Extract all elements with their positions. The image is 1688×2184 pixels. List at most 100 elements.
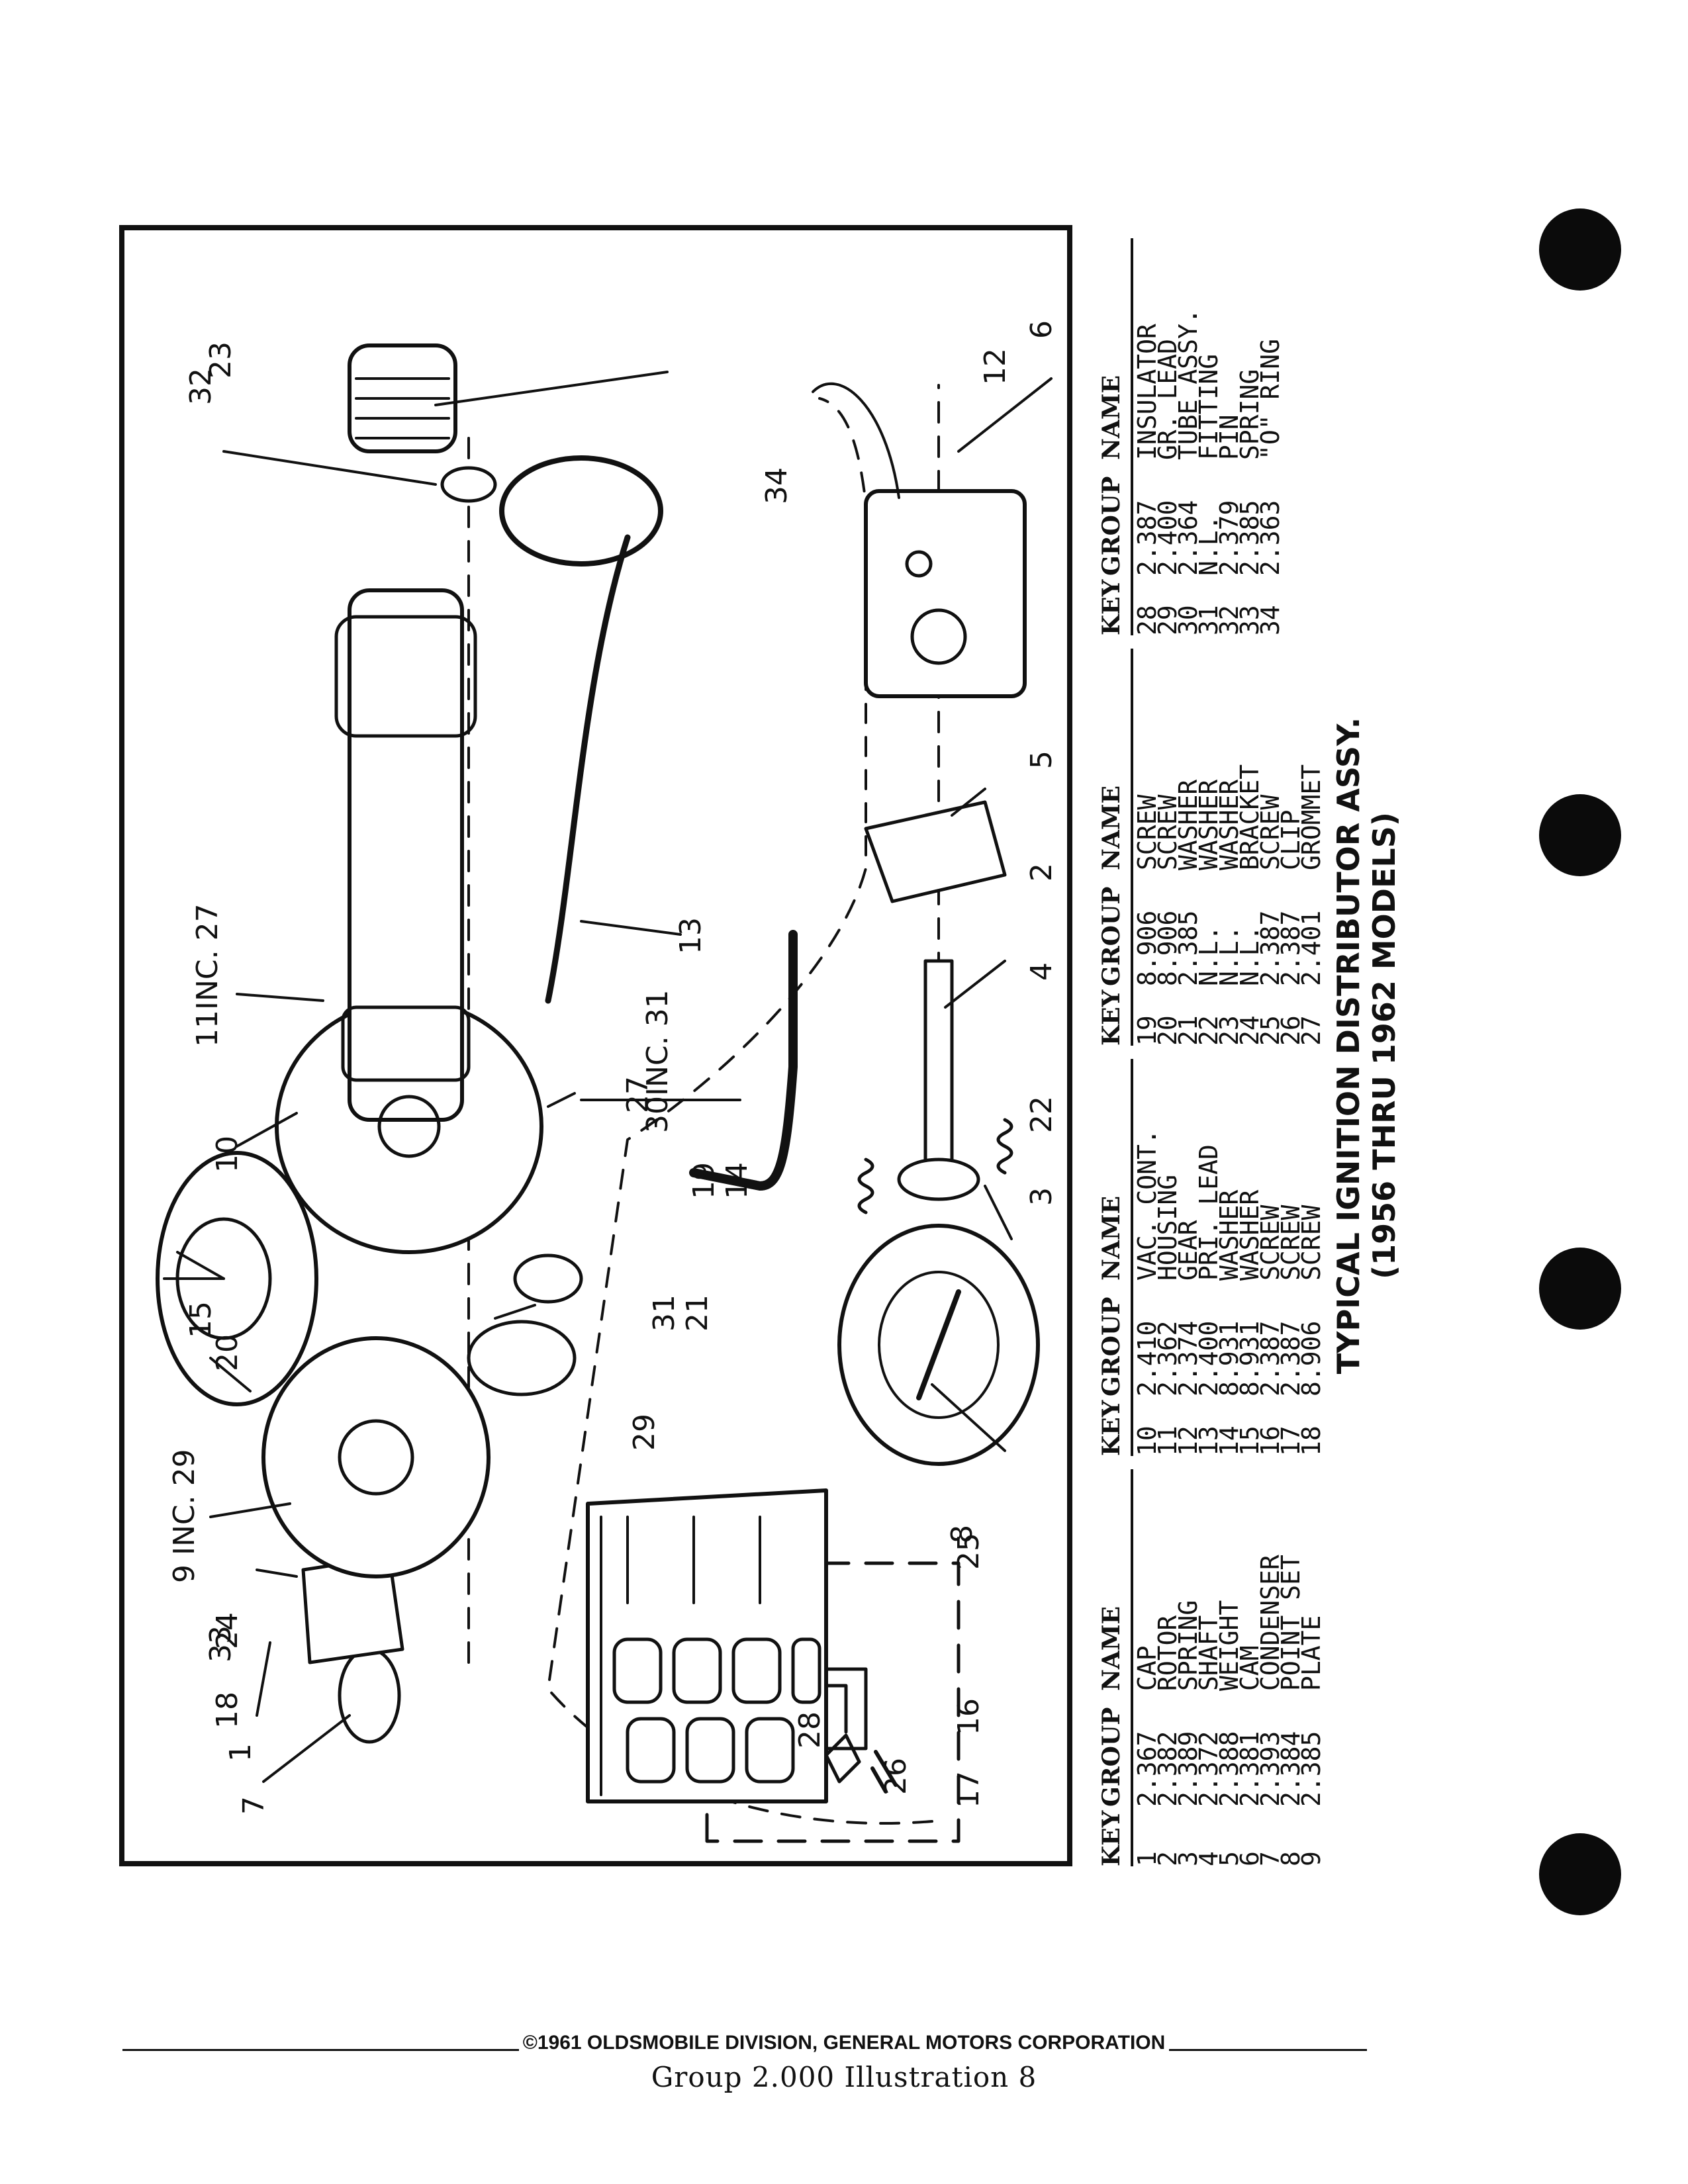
caption-title: TYPICAL IGNITION DISTRIBUTOR ASSY. [1331,717,1366,1375]
weight-5 [864,800,1007,903]
header-name: NAME [1098,1195,1125,1281]
part-group: 2.363 [1256,500,1285,576]
header-name: NAME [1098,375,1125,460]
illustration-caption: TYPICAL IGNITION DISTRIBUTOR ASSY. (1956… [1331,225,1402,1866]
callout-33: 33 [204,1625,238,1662]
punch-hole-lower-middle [1539,1248,1621,1330]
rotated-sheet: 1 2 3 4 5 6 7 8 9 INC. 29 10 11INC. 27 1… [119,159,1402,1866]
callout-16: 16 [952,1698,986,1735]
part-name: "O" RING [1256,338,1285,460]
callout-3: 3 [1025,1187,1058,1206]
distributor-exploded-diagram: 1 2 3 4 5 6 7 8 9 INC. 29 10 11INC. 27 1… [156,320,1058,1843]
copyright-text: ©1961 OLDSMOBILE DIVISION, GENERAL MOTOR… [518,2032,1170,2054]
callout-13: 13 [674,917,708,954]
callout-7: 7 [237,1796,271,1815]
callout-12: 12 [978,348,1012,385]
condenser-7 [338,1647,401,1744]
part-name: GROMMET [1297,764,1326,870]
part-key: 18 [1297,1426,1326,1456]
header-key: KEY [1098,989,1125,1046]
callout-21: 21 [680,1295,714,1332]
callout-23: 23 [204,341,238,379]
part-key: 34 [1256,605,1285,635]
callout-8: 8 [945,1525,979,1543]
table-row: 34 2.363 "O" RING [1256,238,1285,635]
callout-34: 34 [760,467,794,504]
callout-32: 32 [184,368,218,405]
header-name: NAME [1098,785,1125,870]
gear-12 [348,343,457,453]
callout-17: 17 [952,1771,986,1808]
parts-table-header: KEY GROUP NAME [1092,1469,1131,1866]
part-key: 27 [1297,1015,1326,1046]
clip-26 [824,1733,861,1784]
callout-22: 22 [1025,1096,1058,1133]
callout-27: 27 [621,1076,655,1113]
primary-lead-13 [545,534,631,1004]
washer-21 [467,1320,577,1396]
part-group: 8.906 [1297,1320,1326,1396]
washer-23 [440,466,497,503]
header-key: KEY [1098,1810,1125,1866]
part-group: 2.385 [1297,1731,1326,1807]
caption-subtitle: (1956 THRU 1962 MODELS) [1366,812,1402,1279]
dashed-path-lower [547,397,933,1825]
plate-9 [261,1336,491,1578]
table-row: 9 2.385 PLATE [1297,1469,1326,1866]
copyright-line: ©1961 OLDSMOBILE DIVISION, GENERAL MOTOR… [0,2032,1688,2054]
callout-19: 19 [687,1162,721,1199]
callout-15: 15 [184,1301,218,1338]
callout-5: 5 [1025,751,1058,769]
parts-table-header: KEY GROUP NAME [1092,1059,1131,1456]
punch-hole-bottom [1539,1833,1621,1915]
header-group: GROUP [1098,886,1125,987]
tube-assembly-30 [689,930,798,1191]
callout-6: 6 [1025,320,1058,339]
header-group: GROUP [1098,1297,1125,1397]
callout-29: 29 [628,1414,661,1451]
callout-14: 14 [720,1162,754,1199]
shaft-4 [897,959,980,1201]
callout-9-inc-29: 9 INC. 29 [167,1449,201,1583]
table-row: 27 2.401 GROMMET [1297,649,1326,1046]
spring-3b [996,1118,1013,1175]
cam-6 [864,489,1027,698]
part-name: SCREW [1297,1205,1326,1281]
exploded-view-frame: 1 2 3 4 5 6 7 8 9 INC. 29 10 11INC. 27 1… [119,225,1072,1866]
callout-28: 28 [793,1711,827,1749]
punch-hole-top [1539,208,1621,291]
header-key: KEY [1098,579,1125,635]
distributor-cap-1 [586,1488,828,1803]
callout-11inc-27: 11INC. 27 [191,903,224,1047]
punch-hole-upper-middle [1539,794,1621,876]
part-group: 2.401 [1297,910,1326,986]
callout-31: 31 [647,1295,681,1332]
grommet-27 [513,1253,583,1304]
callout-10: 10 [211,1136,244,1173]
callout-25: 25 [952,1533,986,1570]
parts-table-header: KEYGROUPNAME [1092,238,1131,635]
rotor-2 [837,1224,1040,1466]
header-group: GROUP [1098,1707,1125,1807]
spring-3a [857,1158,874,1214]
header-key: KEY [1098,1400,1125,1456]
housing-11 [275,588,543,1254]
vacuum-control-10 [156,1151,318,1406]
callout-18: 18 [211,1692,244,1729]
callout-2: 2 [1025,863,1058,882]
parts-table-header: KEYGROUP NAME [1092,649,1131,1046]
header-name: NAME [1098,1606,1125,1691]
part-key: 9 [1297,1851,1326,1866]
part-name: PLATE [1297,1615,1326,1691]
group-illustration-line: Group 2.000 Illustration 8 [651,2061,1037,2093]
screw-16 [870,1750,898,1794]
table-row: 18 8.906 SCREW [1297,1059,1326,1456]
callout-24: 24 [211,1612,244,1649]
callout-1: 1 [224,1743,258,1762]
callout-4: 4 [1025,962,1058,981]
